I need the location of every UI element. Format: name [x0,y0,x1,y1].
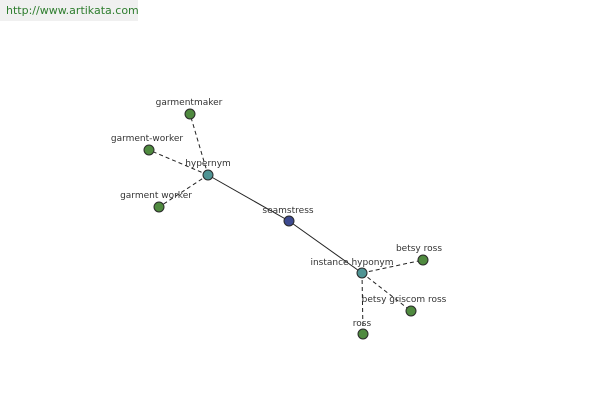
node-label-betsy-griscom-ross[interactable]: betsy griscom ross [362,295,447,305]
graph-nodes [143,108,429,340]
node-instance-hyponym[interactable] [356,267,368,279]
node-betsy-griscom-ross[interactable] [405,305,417,317]
site-url-link[interactable]: http://www.artikata.com [0,0,139,21]
node-label-garmentmaker[interactable]: garmentmaker [156,98,223,108]
node-label-ross[interactable]: ross [353,319,372,329]
node-seamstress[interactable] [283,215,295,227]
node-label-seamstress[interactable]: seamstress [262,206,313,216]
node-hypernym[interactable] [202,169,214,181]
edge-seamstress-to-hypernym [207,174,290,222]
edge-instance-hyponym-to-ross [361,272,364,335]
graph-edges [148,113,424,335]
node-garment-worker[interactable] [153,201,165,213]
edge-seamstress-to-instance-hyponym [288,220,363,274]
node-label-instance-hyponym[interactable]: instance hyponym [310,258,393,268]
edge-instance-hyponym-to-betsy-ross [361,259,424,274]
node-label-hypernym[interactable]: hypernym [185,159,231,169]
graph-labels: seamstress hypernym instance hyponym garmen… [111,98,447,329]
node-ross[interactable] [357,328,369,340]
edge-hypernym-to-garmentmaker [189,113,209,176]
node-garmentmaker[interactable] [184,108,196,120]
edge-instance-hyponym-to-betsy-griscom-ross [361,272,412,312]
edge-hypernym-to-garment-worker-hyphen [148,149,209,176]
node-label-betsy-ross[interactable]: betsy ross [396,244,442,254]
node-garment-worker-hyphen[interactable] [143,144,155,156]
edge-hypernym-to-garment-worker [158,174,209,208]
node-betsy-ross[interactable] [417,254,429,266]
node-label-garment-worker[interactable]: garment worker [120,191,192,201]
node-label-garment-worker-hyphen[interactable]: garment-worker [111,134,184,144]
